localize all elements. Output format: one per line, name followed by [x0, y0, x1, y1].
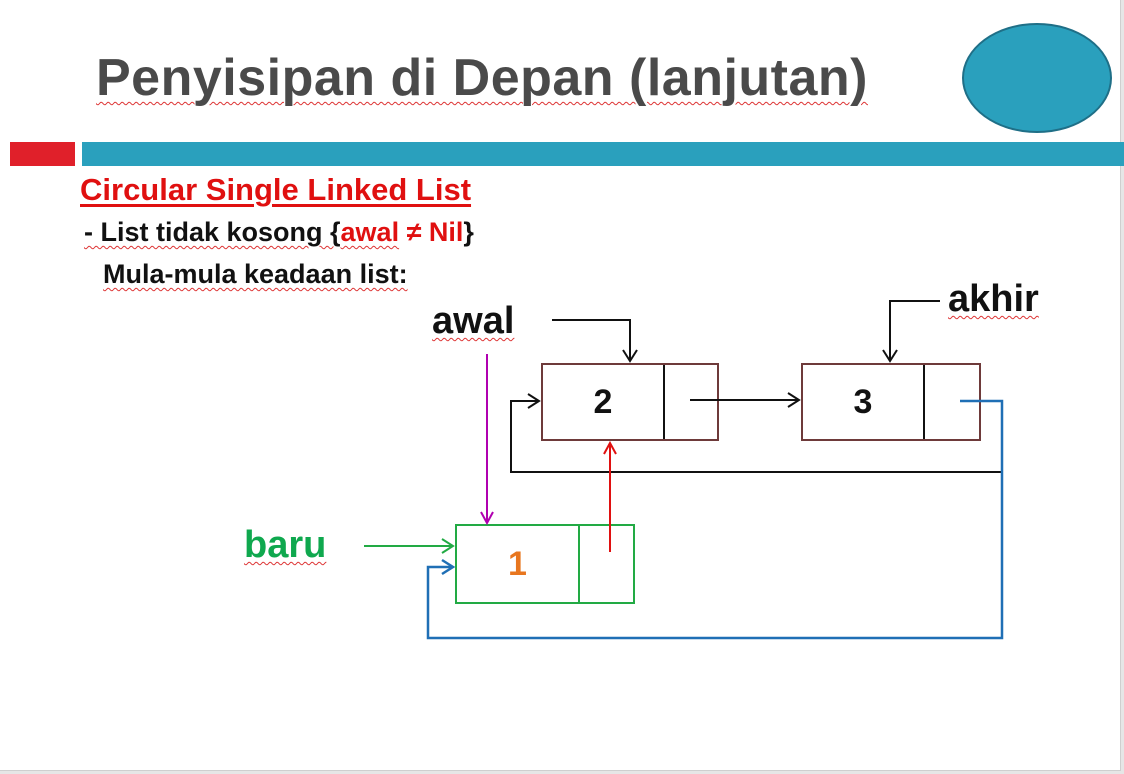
label-baru-text: baru [244, 524, 327, 566]
node-3: 3 [801, 363, 981, 441]
bullet-line-1-suffix: } [463, 217, 474, 247]
bullet-line-1-awal: awal [340, 217, 400, 247]
bullet-line-1-prefix: - List tidak kosong { [84, 217, 341, 247]
awal-to-baru-arrowhead [480, 511, 494, 526]
bullet-line-1: - List tidak kosong {awal ≠ Nil} [84, 217, 474, 248]
accent-bar-red [10, 142, 75, 166]
label-akhir: akhir [948, 278, 1039, 321]
awal-pointer-arrow [552, 319, 631, 360]
awal-pointer-arrowhead [622, 349, 638, 363]
circular-link-arrowhead [527, 393, 541, 409]
slide-title: Penyisipan di Depan (lanjutan) [96, 48, 868, 108]
label-baru: baru [244, 524, 326, 567]
label-akhir-text: akhir [948, 278, 1039, 320]
circular-link-arrow [510, 400, 1002, 473]
label-awal-text: awal [432, 300, 515, 342]
baru-next-to-node-2-arrowhead [603, 440, 617, 455]
node-2: 2 [541, 363, 719, 441]
node-1-value: 1 [508, 544, 527, 583]
akhir-pointer-arrow [889, 300, 940, 360]
decorative-oval [962, 23, 1112, 133]
node-1-divider [578, 526, 580, 602]
akhir-next-to-baru-arrow [426, 399, 1004, 640]
label-awal: awal [432, 300, 514, 343]
slide-subtitle: Circular Single Linked List [80, 172, 472, 207]
akhir-pointer-arrowhead [882, 349, 898, 363]
akhir-next-to-baru-arrowhead [441, 558, 456, 576]
slide-title-text: Penyisipan di Depan (lanjutan) [96, 49, 868, 107]
node-2-value: 2 [593, 382, 613, 421]
bullet-line-2: Mula-mula keadaan list: [103, 259, 408, 290]
bullet-line-2-text: Mula-mula keadaan list: [103, 259, 408, 289]
bullet-line-1-neq-nil: ≠ Nil [399, 217, 464, 247]
accent-bar-teal [82, 142, 1124, 166]
baru-pointer-arrowhead [441, 538, 455, 554]
node-3-divider [923, 365, 925, 439]
node-2-next-arrowhead [787, 392, 801, 408]
node-1: 1 [455, 524, 635, 604]
node-2-divider [663, 365, 665, 439]
node-3-value: 3 [853, 382, 873, 421]
